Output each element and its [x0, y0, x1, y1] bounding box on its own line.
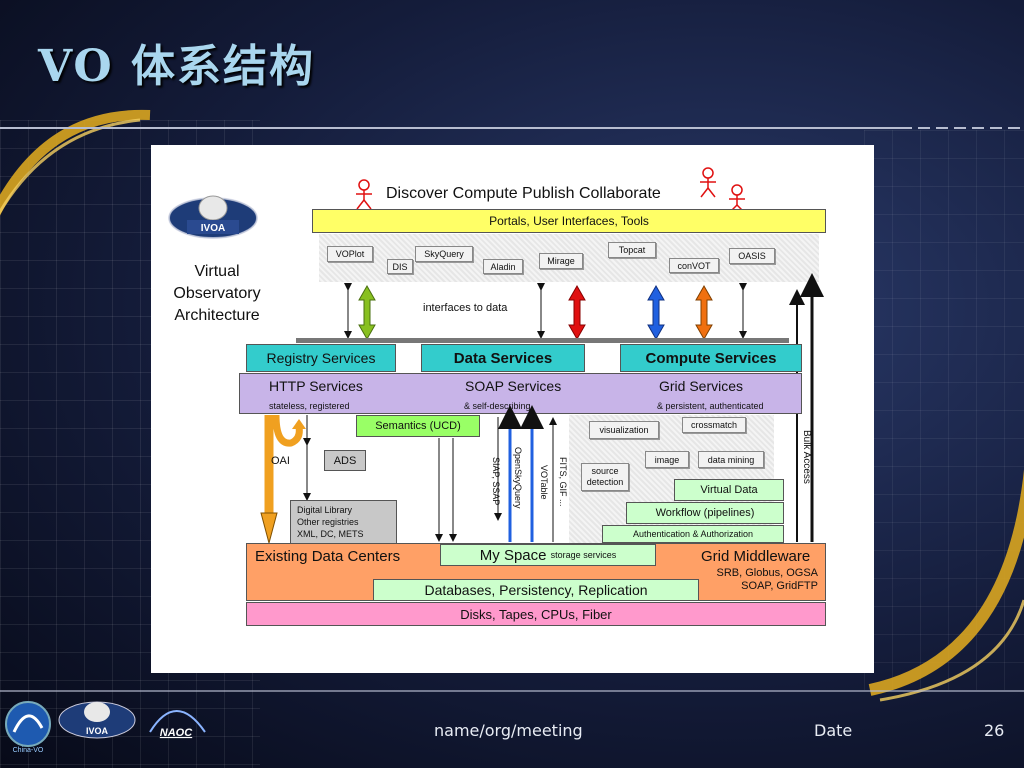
ads-box: ADS — [324, 450, 366, 471]
footer-meeting: name/org/meeting — [434, 721, 583, 740]
oai-label: OAI — [271, 455, 290, 467]
source-detection-line-2: detection — [586, 477, 624, 487]
user-figure-icon — [356, 179, 372, 210]
workflow-box: Workflow (pipelines) — [626, 502, 784, 524]
tool-visualization: visualization — [589, 421, 659, 439]
header-divider — [0, 127, 900, 129]
tool-skyquery: SkyQuery — [415, 246, 473, 262]
footer-date: Date — [814, 721, 853, 740]
grid-middleware-sub-line-1: SRB, Globus, OGSA — [716, 567, 818, 579]
architecture-line-1: Virtual — [194, 263, 240, 280]
my-space-box: My Space storage services — [440, 544, 656, 566]
databases-label: Databases, Persistency, Replication — [424, 582, 648, 598]
page-number: 26 — [984, 721, 1005, 740]
tool-mirage: Mirage — [539, 253, 583, 269]
svg-text:IVOA: IVOA — [86, 726, 109, 736]
ivoa-footer-logo-icon: IVOA — [58, 701, 136, 739]
svg-text:NAOC: NAOC — [160, 727, 193, 739]
header-divider-dashed — [900, 127, 1024, 129]
fits-gif-label: FITS, GIF ... — [558, 457, 568, 507]
interface-arrows — [296, 273, 824, 542]
existing-data-centers-label: Existing Data Centers — [255, 548, 401, 565]
databases-box: Databases, Persistency, Replication — [373, 579, 699, 601]
http-sub-label: stateless, registered — [269, 401, 350, 411]
tool-topcat: Topcat — [608, 242, 656, 258]
compute-services-label: Compute Services — [645, 349, 777, 367]
virtual-data-label: Virtual Data — [700, 484, 758, 496]
user-figures — [356, 167, 745, 213]
china-vo-logo-icon: China-VO — [5, 701, 51, 754]
slide-title: VO 体系结构 — [38, 41, 316, 92]
ivoa-logo: IVOA — [168, 195, 258, 239]
storage-services-label: storage services — [550, 550, 617, 560]
auth-box: Authentication & Authorization — [602, 525, 784, 543]
tool-aladin: Aladin — [483, 259, 523, 274]
naoc-logo-icon: NAOC — [149, 710, 206, 739]
siap-ssap-label: SIAP, SSAP — [491, 457, 501, 506]
soap-services-label: SOAP Services — [465, 378, 562, 394]
portals-bar: Portals, User Interfaces, Tools — [312, 209, 826, 233]
grid-middleware-sub-line-2: SOAP, GridFTP — [741, 580, 818, 592]
tool-data-mining: data mining — [698, 451, 764, 468]
registry-services-box: Registry Services — [246, 344, 396, 372]
grid-middleware-label: Grid Middleware — [701, 548, 811, 565]
tool-source-detection: source detection — [581, 463, 629, 491]
virtual-data-box: Virtual Data — [674, 479, 784, 501]
disks-box: Disks, Tapes, CPUs, Fiber — [246, 602, 826, 626]
digital-library-line-1: Digital Library — [297, 505, 353, 515]
workflow-label: Workflow (pipelines) — [655, 507, 755, 519]
semantics-label: Semantics (UCD) — [375, 420, 461, 432]
architecture-line-2: Observatory — [173, 285, 261, 302]
tool-convot: conVOT — [669, 258, 719, 273]
data-services-box: Data Services — [421, 344, 585, 372]
digital-library-line-2: Other registries — [297, 517, 359, 527]
semantics-box: Semantics (UCD) — [356, 415, 480, 437]
my-space-label: My Space — [479, 546, 547, 564]
svg-text:China-VO: China-VO — [13, 747, 44, 754]
data-services-label: Data Services — [453, 349, 553, 367]
grid-middleware-sub: SRB, Globus, OGSA SOAP, GridFTP — [708, 567, 818, 593]
diagram-heading: Discover Compute Publish Collaborate — [386, 185, 661, 202]
http-services-label: HTTP Services — [269, 378, 363, 394]
tool-voplot: VOPlot — [327, 246, 373, 262]
grid-sub-label: & persistent, authenticated — [657, 401, 764, 411]
tool-oasis: OASIS — [729, 248, 775, 264]
soap-sub-label: & self-describing — [464, 401, 531, 411]
disks-label: Disks, Tapes, CPUs, Fiber — [460, 606, 612, 622]
portals-label: Portals, User Interfaces, Tools — [489, 214, 649, 228]
vo-architecture-label: Virtual Observatory Architecture — [167, 261, 267, 327]
ads-label: ADS — [333, 454, 357, 467]
votable-label: VOTable — [539, 465, 549, 500]
user-figure-icon — [700, 167, 716, 198]
openskyquery-label: OpenSkyQuery — [513, 447, 523, 509]
digital-library-box: Digital Library Other registries XML, DC… — [290, 500, 397, 544]
auth-label: Authentication & Authorization — [632, 529, 754, 539]
tool-crossmatch: crossmatch — [682, 417, 746, 433]
compute-services-box: Compute Services — [620, 344, 802, 372]
ivoa-logo-text: IVOA — [201, 223, 225, 234]
footer-logos: China-VO IVOA NAOC — [5, 701, 206, 754]
grid-services-label: Grid Services — [659, 378, 744, 394]
digital-library-line-3: XML, DC, METS — [297, 529, 364, 539]
interfaces-label: interfaces to data — [423, 302, 508, 314]
tool-dis: DIS — [387, 259, 413, 274]
bulk-access-label: Bulk Access — [801, 430, 812, 484]
oai-arrows — [260, 405, 557, 545]
footer-divider — [0, 690, 1024, 692]
source-detection-line-1: source — [591, 466, 619, 476]
vo-architecture-diagram: IVOA Virtual Observatory Architecture Di… — [151, 145, 874, 673]
tool-image: image — [645, 451, 689, 468]
registry-services-label: Registry Services — [266, 350, 376, 366]
architecture-line-3: Architecture — [174, 307, 260, 324]
